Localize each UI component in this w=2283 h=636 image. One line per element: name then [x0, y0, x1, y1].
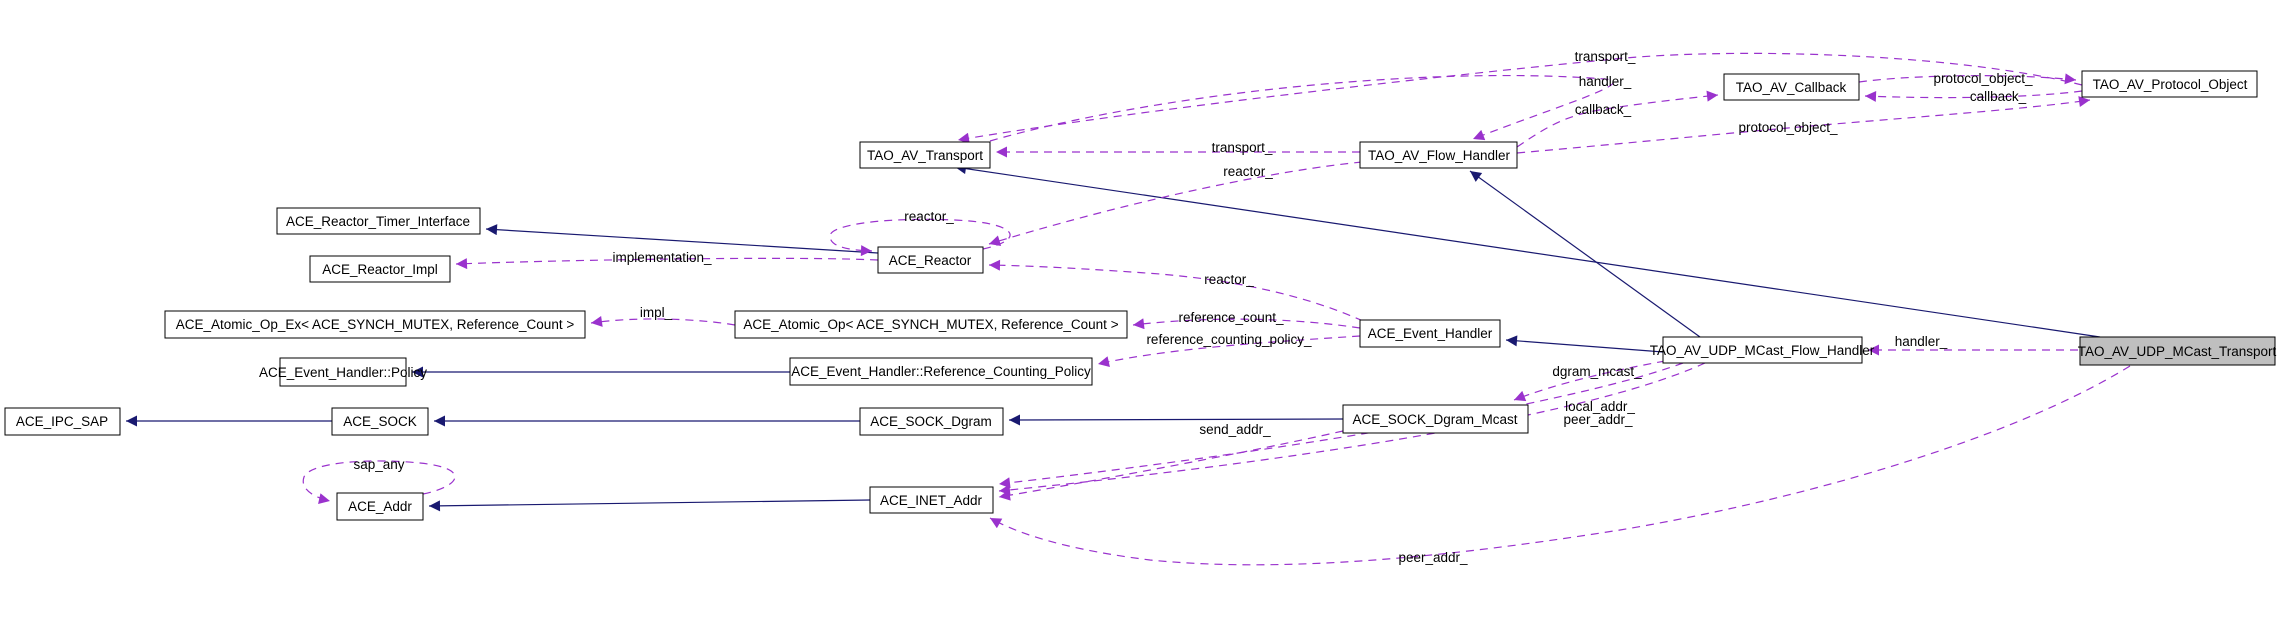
node-ace-atomic-op[interactable]: ACE_Atomic_Op< ACE_SYNCH_MUTEX, Referenc… — [734, 310, 1128, 339]
node-ace-event-handler[interactable]: ACE_Event_Handler — [1359, 319, 1501, 348]
edge-event-handler-reference-count — [1132, 318, 1361, 330]
node-tao-av-transport[interactable]: TAO_AV_Transport — [859, 141, 991, 169]
svg-text:TAO_AV_Callback: TAO_AV_Callback — [1736, 80, 1847, 95]
edge-labels: transport_ handler_ callback_ protocol_o… — [353, 49, 2033, 565]
edge-protocol-object-transport — [957, 52, 2083, 144]
edge-label-implementation: implementation_ — [612, 250, 712, 265]
edge-udp-transport-peer-addr — [989, 365, 2131, 566]
edge-event-handler-rcp — [1097, 335, 1361, 367]
svg-text:ACE_Atomic_Op< ACE_SYNCH_MUTEX: ACE_Atomic_Op< ACE_SYNCH_MUTEX, Referenc… — [743, 317, 1118, 332]
node-tao-av-udp-mcast-transport[interactable]: TAO_AV_UDP_MCast_Transport — [2078, 336, 2277, 366]
svg-text:ACE_Event_Handler::Policy: ACE_Event_Handler::Policy — [259, 365, 427, 380]
edge-flow-handler-protocol-object — [1516, 96, 2091, 154]
svg-text:ACE_Event_Handler: ACE_Event_Handler — [1368, 326, 1493, 341]
edge-udp-mcast-flow-handler-to-flow-handler — [1469, 170, 1701, 338]
svg-text:ACE_Atomic_Op_Ex< ACE_SYNCH_MU: ACE_Atomic_Op_Ex< ACE_SYNCH_MUTEX, Refer… — [176, 317, 575, 332]
node-ace-sock[interactable]: ACE_SOCK — [331, 407, 429, 436]
edge-udp-mcast-transport-to-transport — [954, 163, 2101, 338]
edge-protocol-object-callback — [1864, 90, 2083, 102]
edge-label-peer-addr-mid: peer_addr_ — [1563, 412, 1633, 427]
node-tao-av-flow-handler[interactable]: TAO_AV_Flow_Handler — [1359, 141, 1518, 169]
svg-text:ACE_SOCK: ACE_SOCK — [343, 414, 417, 429]
edge-reactor-to-timer-interface — [485, 224, 879, 254]
edge-reactor-impl — [455, 257, 879, 270]
svg-text:TAO_AV_UDP_MCast_Flow_Handler: TAO_AV_UDP_MCast_Flow_Handler — [1650, 343, 1875, 358]
edge-event-handler-reactor — [988, 259, 1364, 322]
edge-udp-mcast-flow-handler-to-event-handler — [1505, 335, 1664, 353]
edge-label-local-addr: local_addr_ — [1565, 399, 1635, 414]
node-tao-av-protocol-object[interactable]: TAO_AV_Protocol_Object — [2081, 70, 2258, 98]
edge-label-peer-addr-bottom: peer_addr_ — [1398, 550, 1468, 565]
node-ace-inet-addr[interactable]: ACE_INET_Addr — [869, 486, 994, 514]
edge-label-send-addr: send_addr_ — [1199, 422, 1271, 437]
edge-atomic-op-impl — [590, 316, 736, 327]
edge-label-callback-right: callback_ — [1970, 89, 2027, 104]
edge-label-reactor-loop: reactor_ — [904, 209, 954, 224]
edge-dgram-mcast-send-addr — [998, 430, 1344, 501]
edge-flow-handler-callback — [1516, 90, 1719, 148]
node-ace-reactor-impl[interactable]: ACE_Reactor_Impl — [309, 255, 451, 283]
edge-label-impl: impl_ — [640, 305, 673, 320]
svg-text:ACE_INET_Addr: ACE_INET_Addr — [880, 493, 983, 508]
node-ace-sock-dgram[interactable]: ACE_SOCK_Dgram — [859, 407, 1004, 436]
edge-inet-addr-to-addr — [428, 499, 871, 512]
node-ace-ipc-sap[interactable]: ACE_IPC_SAP — [4, 407, 121, 436]
svg-text:ACE_Event_Handler::Reference_C: ACE_Event_Handler::Reference_Counting_Po… — [791, 364, 1091, 379]
node-ace-reactor[interactable]: ACE_Reactor — [877, 246, 984, 274]
node-tao-av-callback[interactable]: TAO_AV_Callback — [1723, 73, 1860, 101]
edge-udp-flow-handler-dgram-mcast — [1513, 360, 1666, 402]
edge-udp-flow-handler-peer-addr — [998, 362, 1706, 496]
svg-text:ACE_Reactor: ACE_Reactor — [889, 253, 972, 268]
svg-text:ACE_IPC_SAP: ACE_IPC_SAP — [16, 414, 108, 429]
svg-text:TAO_AV_Flow_Handler: TAO_AV_Flow_Handler — [1368, 148, 1511, 163]
edge-label-sap-any: sap_any — [353, 457, 404, 472]
node-ace-reactor-timer-interface[interactable]: ACE_Reactor_Timer_Interface — [276, 207, 481, 235]
edge-reactor-self-loop — [829, 218, 1011, 257]
edge-label-protocol-object-lower: protocol_object_ — [1738, 120, 1838, 135]
svg-text:ACE_SOCK_Dgram: ACE_SOCK_Dgram — [870, 414, 992, 429]
edge-label-callback-left: callback_ — [1575, 102, 1632, 117]
edge-label-transport-top: transport_ — [1575, 49, 1636, 64]
edge-label-reference-count: reference_count_ — [1178, 310, 1284, 325]
node-ace-sock-dgram-mcast[interactable]: ACE_SOCK_Dgram_Mcast — [1342, 404, 1529, 434]
edge-flow-handler-reactor — [988, 161, 1363, 247]
svg-text:ACE_Reactor_Impl: ACE_Reactor_Impl — [322, 262, 438, 277]
edge-callback-protocol-object — [1858, 73, 2077, 85]
svg-text:ACE_Addr: ACE_Addr — [348, 499, 412, 514]
edge-label-reactor-mid: reactor_ — [1223, 164, 1273, 179]
edge-label-handler-top: handler_ — [1579, 74, 1632, 89]
edge-label-handler-gray: handler_ — [1895, 334, 1948, 349]
svg-text:ACE_SOCK_Dgram_Mcast: ACE_SOCK_Dgram_Mcast — [1352, 412, 1517, 427]
edge-dgram-mcast-to-dgram — [1008, 414, 1344, 426]
svg-text:TAO_AV_UDP_MCast_Transport: TAO_AV_UDP_MCast_Transport — [2078, 344, 2277, 359]
node-ace-addr[interactable]: ACE_Addr — [336, 492, 424, 521]
edge-label-transport-mid: transport_ — [1212, 140, 1273, 155]
inheritance-edges — [126, 163, 2101, 512]
edge-label-dgram-mcast: dgram_mcast_ — [1552, 364, 1642, 379]
edge-label-protocol-object-right: protocol_object_ — [1933, 71, 2033, 86]
svg-text:TAO_AV_Protocol_Object: TAO_AV_Protocol_Object — [2093, 77, 2248, 92]
edge-label-reference-counting-policy: reference_counting_policy_ — [1146, 332, 1312, 347]
node-ace-event-handler-reference-counting-policy[interactable]: ACE_Event_Handler::Reference_Counting_Po… — [789, 357, 1093, 386]
node-ace-event-handler-policy[interactable]: ACE_Event_Handler::Policy — [259, 357, 427, 387]
svg-text:ACE_Reactor_Timer_Interface: ACE_Reactor_Timer_Interface — [286, 214, 470, 229]
node-ace-atomic-op-ex[interactable]: ACE_Atomic_Op_Ex< ACE_SYNCH_MUTEX, Refer… — [164, 310, 586, 339]
edge-transport-handler — [989, 74, 1614, 142]
node-tao-av-udp-mcast-flow-handler[interactable]: TAO_AV_UDP_MCast_Flow_Handler — [1650, 336, 1875, 364]
edge-label-reactor-event-handler: reactor_ — [1204, 272, 1254, 287]
svg-text:TAO_AV_Transport: TAO_AV_Transport — [867, 148, 983, 163]
